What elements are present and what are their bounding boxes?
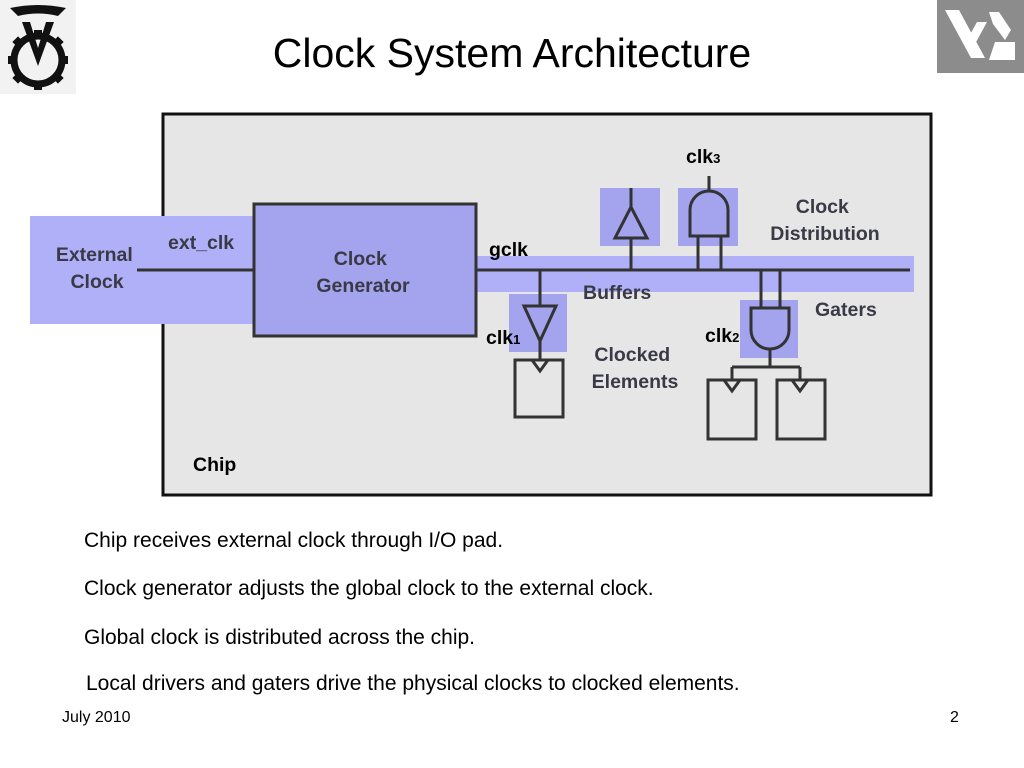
chip-label: Chip — [193, 454, 236, 476]
clock-generator-label: Clock Generator — [316, 248, 410, 297]
clock-distribution-label: Clock Distribution — [770, 196, 879, 245]
clocked-element-3-clock-pin — [790, 379, 810, 394]
clocked-element-2 — [706, 378, 758, 441]
external-clock-label: External Clock — [56, 244, 138, 293]
ext-clk-label: ext_clk — [168, 232, 234, 254]
gear-logo-icon — [8, 5, 68, 90]
clocked-element-1-clock-pin — [530, 359, 550, 374]
clocked-element-3 — [775, 378, 827, 441]
clk1-label: clk1 — [486, 327, 520, 349]
gater-right — [730, 270, 802, 380]
clock-generator-block — [252, 202, 478, 338]
slide-title: Clock System Architecture — [272, 30, 752, 76]
gclk-label: gclk — [489, 239, 528, 261]
bullet-2: Clock generator adjusts the global clock… — [84, 577, 654, 600]
footer-page-number: 2 — [950, 709, 959, 726]
bullet-4: Local drivers and gaters drive the physi… — [86, 672, 740, 695]
emblem-logo — [937, 0, 1024, 73]
gclk-highlight — [476, 256, 914, 292]
buffer-left — [521, 270, 559, 360]
clocked-element-1 — [513, 358, 565, 419]
clocked-element-2-clock-pin — [722, 379, 742, 394]
buffer-top — [612, 188, 650, 270]
buffer-highlight-left — [509, 294, 567, 352]
gater-top — [688, 176, 730, 270]
emblem-icon — [945, 10, 1015, 60]
gaters-label: Gaters — [815, 299, 877, 321]
footer-date: July 2010 — [62, 709, 131, 726]
university-logo — [0, 0, 76, 94]
bullet-3: Global clock is distributed across the c… — [84, 626, 476, 649]
clk2-label: clk2 — [705, 325, 739, 347]
bullet-1: Chip receives external clock through I/O… — [84, 529, 504, 552]
clk3-label: clk3 — [686, 146, 720, 168]
clocked-elements-label: Clocked Elements — [592, 344, 679, 393]
buffers-label: Buffers — [583, 282, 651, 304]
